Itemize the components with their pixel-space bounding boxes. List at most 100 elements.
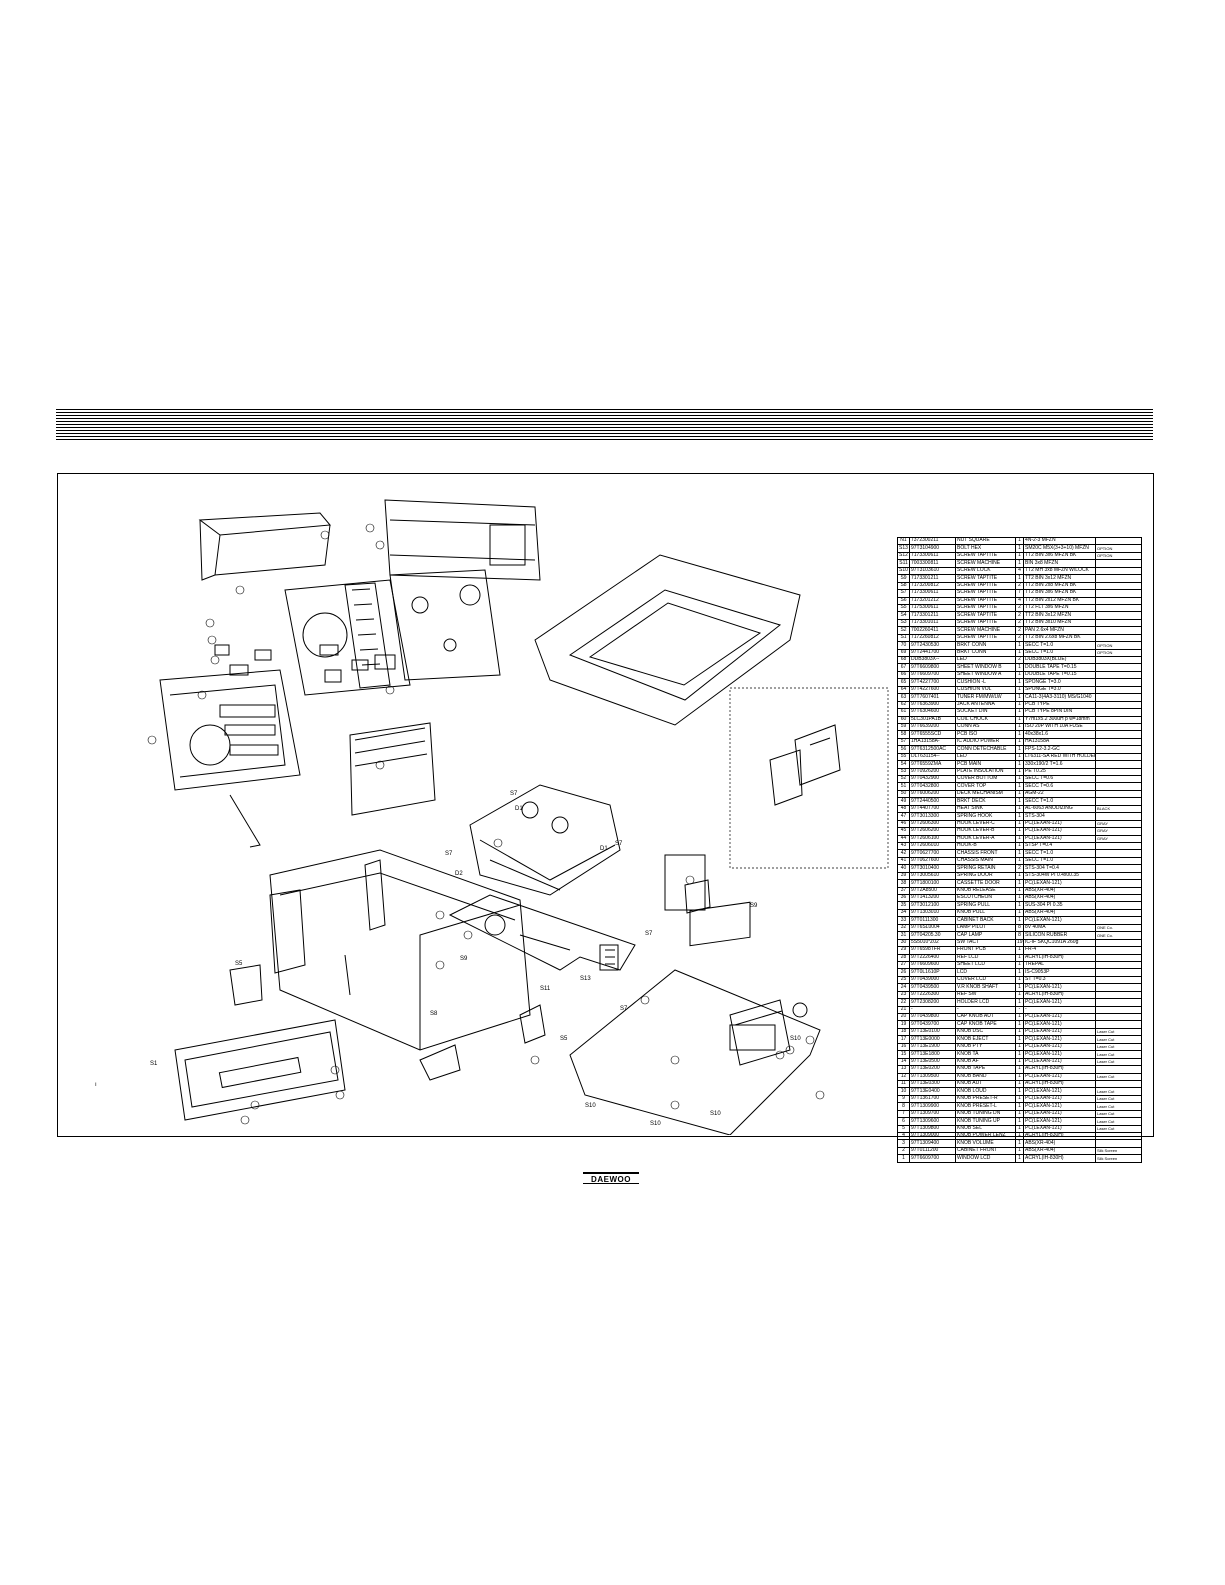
part-no: 67	[897, 663, 910, 672]
part-remark	[1095, 841, 1142, 851]
part-description: CUSHION -L	[955, 678, 1016, 687]
part-description: SCREW TAPTITE	[955, 611, 1016, 620]
parts-table-row: 21----	[897, 1005, 1142, 1015]
part-no: 24	[897, 983, 910, 992]
part-qty: 1	[1015, 641, 1024, 650]
part-qty: 1	[1015, 1057, 1024, 1067]
callout-s7e: S7	[620, 1006, 628, 1012]
part-number: 97T6006200	[909, 789, 956, 799]
part-description: PCB MAIN	[955, 760, 1016, 769]
part-spec: HA13158A	[1023, 737, 1096, 747]
part-description: KNOB TUNING UP	[955, 1117, 1016, 1126]
part-qty: 1	[1015, 1139, 1024, 1148]
part-description: KNOB DSC	[955, 1027, 1016, 1037]
part-no: 4	[897, 1131, 910, 1141]
part-remark: OPTION	[1095, 551, 1142, 561]
part-remark	[1095, 752, 1142, 762]
part-spec: ST T=0.3	[1023, 975, 1096, 985]
part-qty: 1	[1015, 551, 1024, 561]
part-description: KNOB PRESET-L	[955, 1102, 1016, 1111]
part-spec: TT2 BIN 3x10 MFZN	[1023, 618, 1096, 628]
part-remark: ONE Co.	[1095, 931, 1142, 940]
part-qty: 1	[1015, 834, 1024, 843]
part-description: COVER BOTTOM	[955, 774, 1016, 784]
part-qty: 2	[1015, 626, 1024, 635]
lcd-holder-part	[284, 579, 411, 696]
part-no: 12	[897, 1072, 910, 1081]
part-number: 97T6598TFR	[909, 946, 956, 955]
part-no: S4	[897, 611, 910, 620]
part-remark	[1095, 1005, 1142, 1015]
part-remark	[1095, 908, 1142, 918]
part-no: 17	[897, 1035, 910, 1044]
part-remark: Laser Cut	[1095, 1087, 1142, 1096]
part-remark	[1095, 975, 1142, 985]
callout-s13: S13	[580, 976, 591, 982]
part-no: S5	[897, 603, 910, 613]
part-remark	[1095, 685, 1142, 695]
part-description: SCREW LOCK	[955, 566, 1016, 576]
part-description: CAP KNOB TAPE	[955, 1020, 1016, 1029]
part-no: N1	[897, 536, 910, 546]
part-remark: OPTION	[1095, 544, 1142, 553]
part-spec: PC(LEXAN-121)	[1023, 1109, 1096, 1119]
part-number: 97T2606300	[909, 819, 956, 829]
callout-s9: S9	[460, 956, 468, 962]
part-spec: SECC T=1.0	[1023, 641, 1096, 650]
iso-connector-part	[599, 944, 619, 971]
part-spec: SECC T=1.0	[1023, 856, 1096, 866]
part-qty: 1	[1015, 983, 1024, 992]
part-spec: TT2 BIN 3x12 MFZN	[1023, 574, 1096, 583]
part-number: 1HA13158A-	[909, 737, 956, 747]
part-description: REF SW	[955, 990, 1016, 1000]
part-no: 34	[897, 908, 910, 918]
part-no: 52	[897, 774, 910, 784]
part-description: HOLDER LCD	[955, 998, 1016, 1007]
part-qty: 1	[1015, 797, 1024, 806]
part-number: 97T1309500	[909, 1072, 956, 1081]
part-no: 32	[897, 923, 910, 933]
part-number: 97T6639200	[909, 722, 956, 732]
part-description: BRKT CONN	[955, 648, 1016, 658]
part-number: 97T0L1610P	[909, 968, 956, 977]
part-description: KNOB PRESET-R	[955, 1094, 1016, 1104]
part-spec: SECC T=1.0	[1023, 797, 1096, 806]
part-number: 97T13E0500	[909, 1057, 956, 1067]
part-qty: 1	[1015, 708, 1024, 717]
part-number: 97T4407700	[909, 804, 956, 814]
part-number: -	[909, 1005, 956, 1015]
part-qty: 1	[1015, 1012, 1024, 1022]
part-description: WINDOW LCD	[955, 1154, 1016, 1163]
part-remark	[1095, 596, 1142, 605]
part-qty: 1	[1015, 693, 1024, 702]
part-description: CUSHION VOL	[955, 685, 1016, 695]
part-remark	[1095, 782, 1142, 791]
part-remark	[1095, 678, 1142, 687]
part-remark	[1095, 1065, 1142, 1074]
part-remark	[1095, 1020, 1142, 1029]
part-description: CASSETTE DOOR	[955, 879, 1016, 888]
part-no: 69	[897, 648, 910, 658]
part-remark	[1095, 916, 1142, 925]
part-number: 97T13E0000	[909, 1035, 956, 1044]
part-number: 97T0627600	[909, 856, 956, 866]
part-remark	[1095, 760, 1142, 769]
part-description: LED	[955, 655, 1016, 665]
part-spec: DDB3803X(BLUE)	[1023, 655, 1096, 665]
part-no: 14	[897, 1057, 910, 1067]
part-number: 97T3104900	[909, 544, 956, 553]
part-qty: 2	[1015, 603, 1024, 613]
